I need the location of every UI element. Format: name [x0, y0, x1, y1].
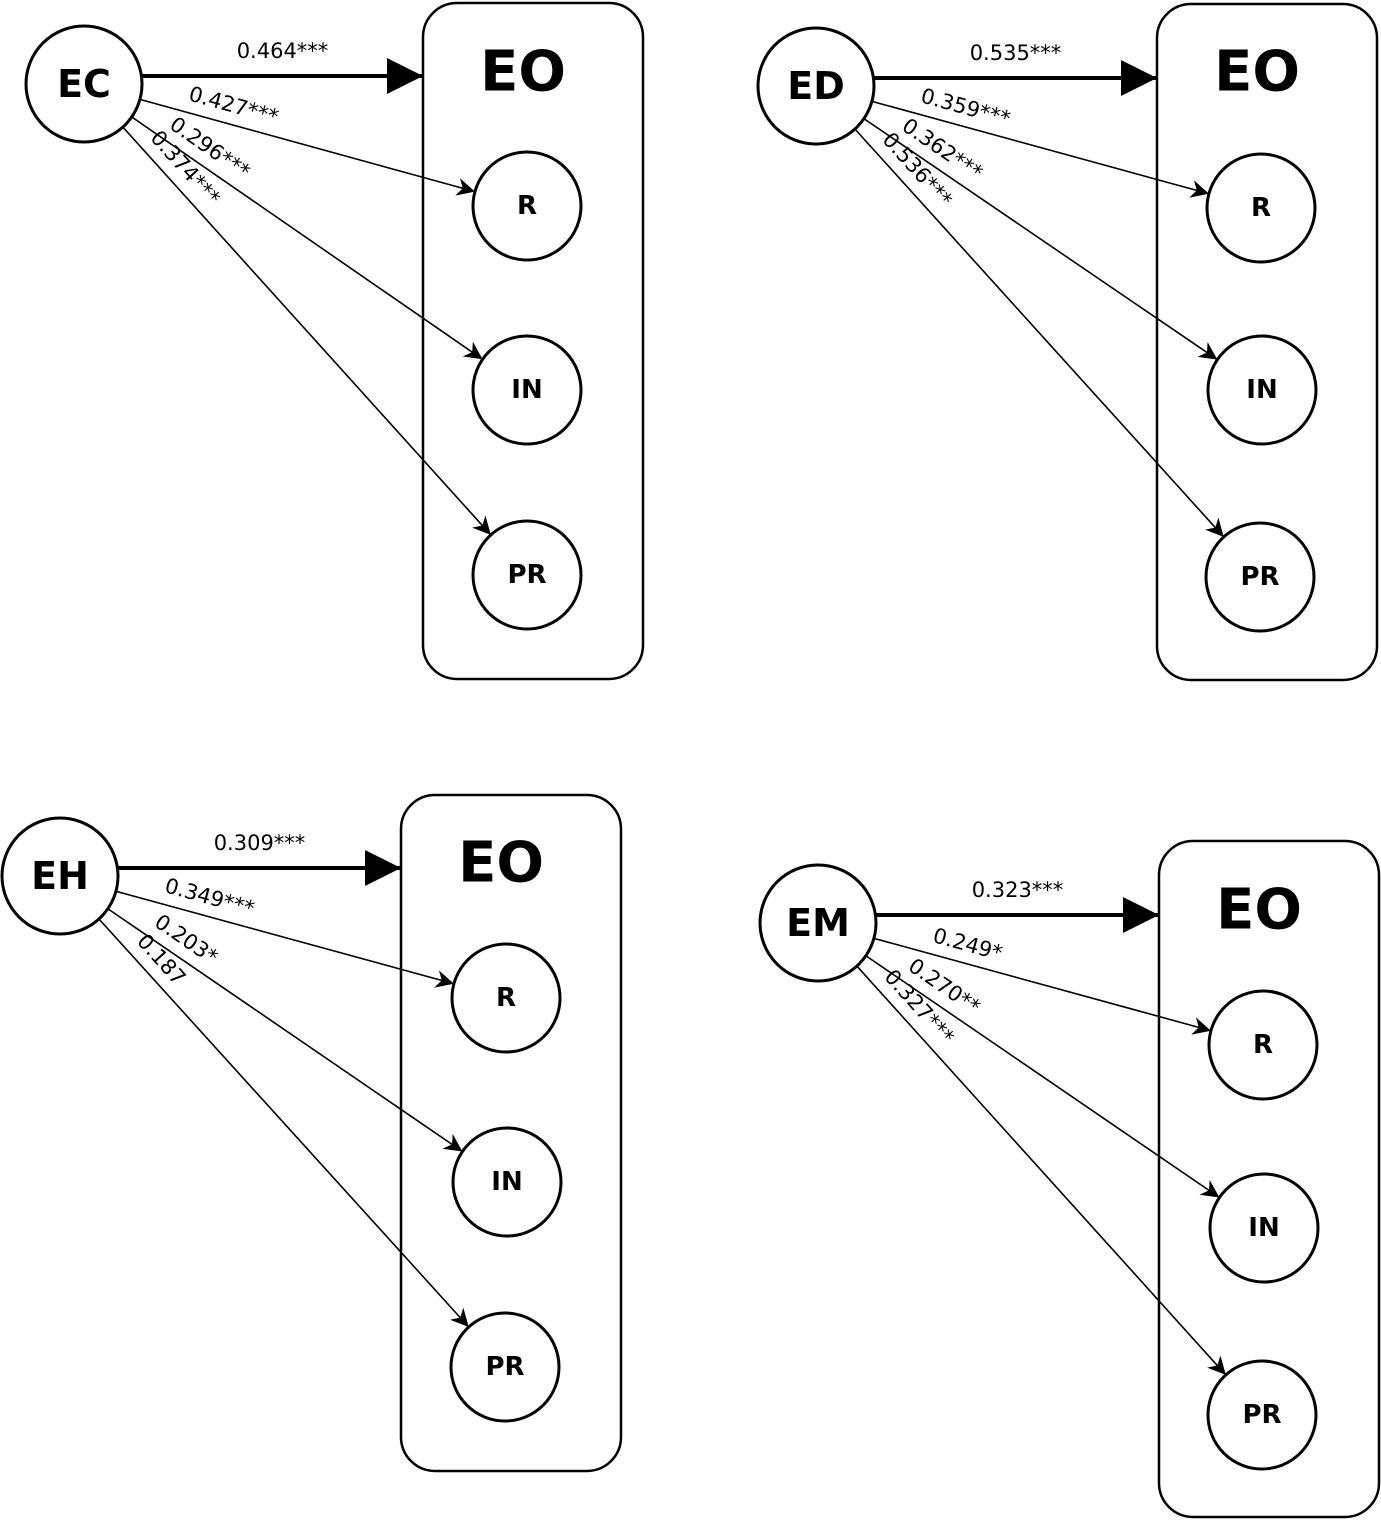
- node-in-label: IN: [511, 375, 542, 405]
- coef-r: 0.249*: [930, 923, 1004, 965]
- node-pr-label: PR: [1242, 1400, 1281, 1430]
- node-pr: [1204, 521, 1316, 633]
- node-in: [471, 334, 583, 446]
- edge-to-r: [871, 100, 1210, 198]
- node-pr-label: PR: [485, 1352, 524, 1382]
- node-source: [24, 24, 144, 144]
- node-in-label: IN: [1248, 1213, 1279, 1243]
- node-pr-label: PR: [1240, 562, 1279, 592]
- node-r: [450, 942, 562, 1054]
- node-r: [1205, 152, 1317, 264]
- panel-ec: EO0.464***0.427***R0.296***IN0.374***PRE…: [24, 1, 645, 681]
- node-source-label: EM: [786, 901, 850, 945]
- panel-ed: EO0.535***0.359***R0.362***IN0.536***PRE…: [756, 2, 1379, 682]
- eo-box-title: EO: [480, 40, 566, 105]
- node-r: [1207, 989, 1319, 1101]
- edge-to-in: [107, 908, 463, 1153]
- edge-to-r: [139, 98, 476, 196]
- coef-r: 0.359***: [918, 84, 1013, 131]
- coef-eo: 0.309***: [214, 831, 306, 855]
- node-r-label: R: [517, 191, 537, 221]
- coef-eo: 0.464***: [237, 39, 329, 63]
- edge-to-pr: [122, 126, 492, 536]
- node-source: [758, 863, 878, 983]
- edge-to-r: [873, 937, 1212, 1035]
- node-in-label: IN: [491, 1167, 522, 1197]
- coef-r: 0.427***: [186, 82, 281, 129]
- node-source-label: EH: [31, 854, 89, 898]
- node-in: [451, 1126, 563, 1238]
- node-in: [1208, 1172, 1320, 1284]
- node-in: [1206, 334, 1318, 446]
- coef-eo: 0.535***: [970, 41, 1062, 65]
- node-source: [756, 26, 876, 146]
- edge-to-in: [131, 116, 484, 360]
- eo-box-title: EO: [458, 831, 544, 896]
- node-r-label: R: [1253, 1030, 1273, 1060]
- coef-r: 0.349***: [162, 874, 257, 921]
- node-pr-label: PR: [507, 560, 546, 590]
- node-pr: [449, 1311, 561, 1423]
- node-r-label: R: [496, 983, 516, 1013]
- node-r: [471, 150, 583, 262]
- edge-to-pr: [856, 965, 1227, 1376]
- node-in-label: IN: [1246, 375, 1277, 405]
- edge-to-pr: [98, 918, 470, 1328]
- eo-box-title: EO: [1214, 40, 1300, 105]
- node-source-label: EC: [57, 62, 111, 106]
- coef-eo: 0.323***: [972, 878, 1064, 902]
- edge-to-r: [115, 890, 455, 988]
- node-source: [0, 816, 120, 936]
- edge-to-in: [863, 118, 1218, 361]
- node-pr: [1206, 1359, 1318, 1471]
- node-pr: [471, 519, 583, 631]
- node-r-label: R: [1251, 193, 1271, 223]
- node-source-label: ED: [787, 64, 845, 108]
- edge-to-pr: [854, 128, 1225, 538]
- eo-box-title: EO: [1216, 878, 1302, 943]
- edge-to-in: [865, 955, 1220, 1199]
